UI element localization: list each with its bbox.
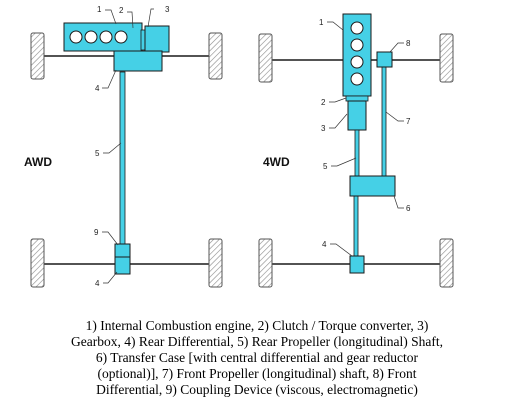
caption-line: (optional)], 7) Front Propeller (longitu…	[97, 366, 417, 381]
awd-callout-2: 2	[119, 6, 124, 15]
awd-rear-differential	[114, 256, 131, 275]
4wd-transfer-case	[349, 175, 396, 197]
awd-wheel-rear-right	[208, 238, 223, 288]
awd-rear-propeller-shaft	[119, 71, 126, 245]
4wd-cylinder	[350, 38, 364, 52]
caption-line: Differential, 9) Coupling Device (viscou…	[96, 382, 418, 397]
4wd-callout-4: 4	[322, 240, 327, 249]
awd-coupling-device	[114, 243, 131, 258]
awd-callout-1: 1	[97, 5, 102, 14]
caption-line: Gearbox, 4) Rear Differential, 5) Rear P…	[70, 334, 443, 349]
4wd-callout-2: 2	[321, 98, 326, 107]
4wd-title: 4WD	[263, 155, 290, 169]
awd-front-differential	[113, 50, 163, 72]
4wd-front-differential	[376, 51, 393, 68]
awd-diagram: 1 2 3 4 5 9 4 AWD	[24, 5, 223, 288]
4wd-callout-1: 1	[319, 18, 324, 27]
4wd-gearbox	[347, 100, 367, 131]
awd-cylinder	[114, 30, 128, 44]
awd-cylinder	[99, 30, 113, 44]
4wd-wheel-front-right	[439, 33, 454, 83]
4wd-callout-3: 3	[321, 124, 326, 133]
4wd-clutch	[345, 95, 369, 102]
fwd-diagram: 1 2 3 5 4 8 7 6 4WD	[258, 13, 454, 288]
awd-wheel-front-left	[30, 32, 45, 80]
awd-gearbox	[144, 25, 170, 53]
awd-cylinder	[69, 30, 83, 44]
awd-callout-5: 5	[95, 149, 100, 158]
4wd-wheel-rear-left	[258, 238, 273, 288]
figure-caption: 1) Internal Combustion engine, 2) Clutch…	[0, 318, 514, 398]
4wd-gearbox-output-shaft	[354, 129, 360, 177]
4wd-cylinder	[350, 55, 364, 69]
awd-clutch	[140, 29, 146, 51]
caption-line: 1) Internal Combustion engine, 2) Clutch…	[85, 318, 429, 333]
awd-callout-3: 3	[165, 5, 170, 14]
awd-cylinder	[84, 30, 98, 44]
4wd-rear-propeller-shaft	[353, 195, 359, 257]
4wd-wheel-rear-right	[439, 238, 454, 288]
4wd-cylinder	[350, 21, 364, 35]
4wd-callout-7: 7	[406, 117, 411, 126]
awd-wheel-front-right	[208, 32, 223, 80]
4wd-callout-6: 6	[406, 204, 411, 213]
4wd-wheel-front-left	[258, 33, 273, 83]
awd-wheel-rear-left	[30, 238, 45, 288]
4wd-front-propeller-shaft	[381, 65, 387, 185]
awd-callout-4-rear: 4	[95, 279, 100, 288]
awd-title: AWD	[24, 155, 52, 169]
4wd-rear-differential	[349, 255, 365, 274]
awd-callout-4: 4	[95, 84, 100, 93]
4wd-cylinder	[350, 72, 364, 86]
4wd-callout-8: 8	[406, 39, 411, 48]
caption-line: 6) Transfer Case [with central different…	[95, 350, 419, 365]
4wd-callout-5: 5	[323, 162, 328, 171]
awd-callout-9: 9	[94, 228, 99, 237]
